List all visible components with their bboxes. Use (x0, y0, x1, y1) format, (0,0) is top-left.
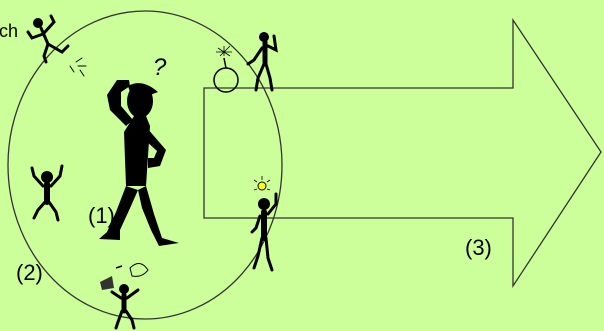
question-mark: ? (153, 54, 167, 81)
label-partial-top-left: ch (0, 22, 18, 40)
bomb-figure-icon (214, 32, 276, 92)
jumping-figure-icon (28, 16, 86, 76)
label-step-3: (3) (465, 237, 492, 259)
cheering-figure-icon (32, 166, 62, 220)
label-step-2: (2) (16, 262, 43, 284)
label-step-1: (1) (88, 205, 115, 227)
